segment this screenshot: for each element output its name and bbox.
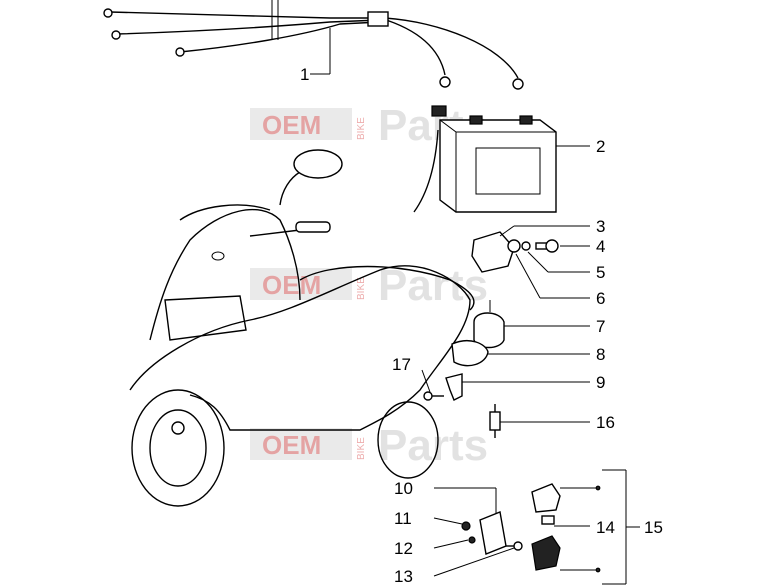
callout-2: 2 (596, 137, 605, 156)
callout-3: 3 (596, 217, 605, 236)
callout-8: 8 (596, 345, 605, 364)
callout-12: 12 (394, 539, 413, 558)
watermark-middle: OEM BIKE Parts (250, 261, 488, 310)
watermark-bottom: OEM BIKE Parts (250, 421, 488, 470)
callout-4: 4 (596, 237, 605, 256)
svg-text:BIKE: BIKE (356, 117, 367, 140)
screw-washer-illustration (507, 239, 590, 299)
fuse-illustration (489, 404, 590, 438)
scooter-illustration (129, 149, 475, 507)
callout-15: 15 (644, 518, 663, 537)
callout-1: 1 (300, 65, 309, 84)
wiring-harness-illustration (103, 0, 524, 90)
svg-text:BIKE: BIKE (356, 277, 367, 300)
callout-11: 11 (394, 509, 412, 528)
svg-text:OEM: OEM (262, 430, 321, 460)
callout-16: 16 (596, 413, 615, 432)
fuse-box-illustration (531, 469, 640, 585)
callout-14: 14 (596, 518, 615, 537)
callout-13: 13 (394, 567, 413, 586)
callout-9: 9 (596, 373, 605, 392)
callout-10: 10 (394, 479, 413, 498)
callout-5: 5 (596, 263, 605, 282)
callout-6: 6 (596, 289, 605, 308)
svg-text:OEM: OEM (262, 110, 321, 140)
bracket-illustration (421, 369, 590, 401)
horn-illustration (451, 300, 590, 367)
svg-text:Parts: Parts (378, 421, 488, 470)
relay-illustration (471, 225, 590, 273)
battery-illustration (413, 105, 590, 213)
callout-17: 17 (392, 355, 411, 374)
callout-7: 7 (596, 317, 605, 336)
svg-text:BIKE: BIKE (356, 437, 367, 460)
rectifier-illustration (433, 487, 523, 577)
